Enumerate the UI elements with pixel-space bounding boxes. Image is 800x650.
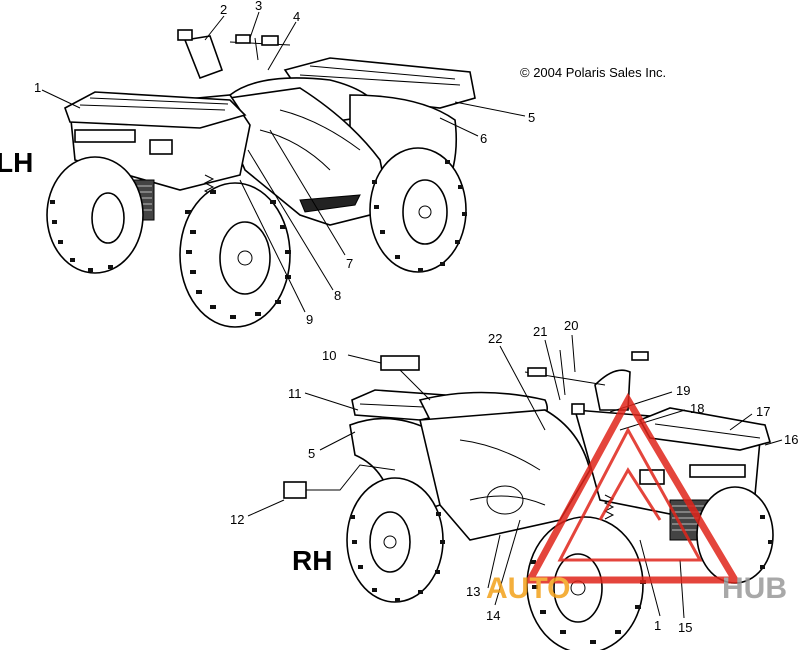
callout-rh-20: 20 [564, 318, 578, 333]
decal-box-12 [283, 481, 307, 499]
watermark: AUTO HUB [486, 392, 787, 605]
callout-rh-10: 10 [322, 348, 336, 363]
callout-rh-18: 18 [690, 401, 704, 416]
callout-lh-7: 7 [346, 256, 353, 271]
rh-atv [247, 334, 783, 650]
callout-rh-16: 16 [784, 432, 798, 447]
watermark-right-text: HUB [722, 572, 787, 605]
decal-box-10 [380, 355, 420, 371]
callout-lh-9: 9 [306, 312, 313, 327]
callout-rh-5: 5 [308, 446, 315, 461]
callout-lh-5: 5 [528, 110, 535, 125]
callout-lh-6: 6 [480, 131, 487, 146]
callout-rh-21: 21 [533, 324, 547, 339]
callout-lh-4: 4 [293, 9, 300, 24]
callout-lh-8: 8 [334, 288, 341, 303]
callout-rh-19: 19 [676, 383, 690, 398]
watermark-left-text: AUTO [486, 572, 570, 605]
callout-lh-3: 3 [255, 0, 262, 13]
callout-rh-11: 11 [288, 386, 302, 401]
callout-rh-15: 15 [678, 620, 692, 635]
callout-rh-1: 1 [654, 618, 661, 633]
callout-rh-12: 12 [230, 512, 244, 527]
copyright-text: © 2004 Polaris Sales Inc. [520, 65, 666, 80]
callout-rh-13: 13 [466, 584, 480, 599]
callout-rh-22: 22 [488, 331, 502, 346]
lh-atv [41, 11, 526, 328]
callout-lh-2: 2 [220, 2, 227, 17]
view-label-rh: RH [292, 545, 332, 576]
callout-rh-14: 14 [486, 608, 500, 623]
callout-lh-1: 1 [34, 80, 41, 95]
view-label-lh: LH [0, 147, 33, 178]
callout-rh-17: 17 [756, 404, 770, 419]
